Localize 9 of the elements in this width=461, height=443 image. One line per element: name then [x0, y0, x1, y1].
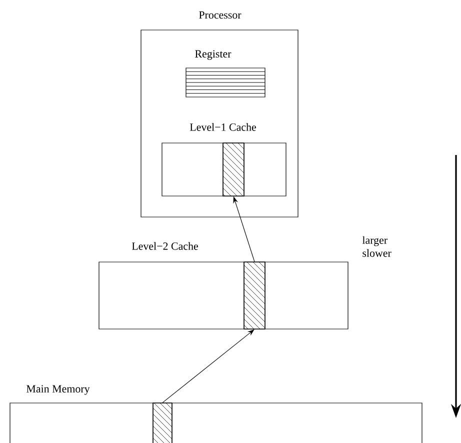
hatched-block [222, 142, 244, 196]
heading-text: Processor [199, 11, 242, 19]
heading-text: Level−1 Cache [190, 123, 256, 131]
heading-text: Main Memory [26, 385, 90, 395]
heading-text: Register [195, 50, 232, 60]
heading-text: Level−2 Cache [132, 242, 198, 250]
note-text: larger slower [362, 236, 392, 257]
hatched-block [152, 402, 172, 443]
hatched-block [244, 262, 266, 330]
